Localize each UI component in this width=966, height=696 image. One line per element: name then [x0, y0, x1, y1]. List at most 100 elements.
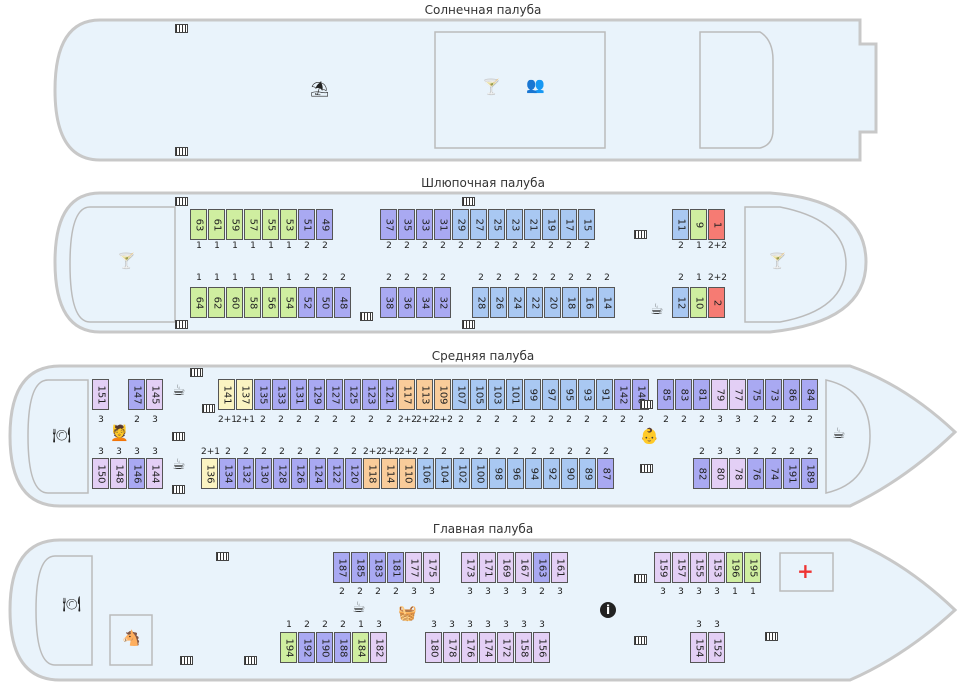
cabin-50[interactable]: 50: [316, 287, 333, 318]
cabin-19[interactable]: 19: [542, 209, 559, 240]
cabin-195[interactable]: 195: [744, 552, 761, 583]
cabin-48[interactable]: 48: [334, 287, 351, 318]
cabin-100[interactable]: 100: [471, 458, 488, 489]
cabin-49[interactable]: 49: [316, 209, 333, 240]
cabin-15[interactable]: 15: [578, 209, 595, 240]
cabin-84[interactable]: 84: [801, 379, 818, 410]
cabin-175[interactable]: 175: [423, 552, 440, 583]
cabin-52[interactable]: 52: [298, 287, 315, 318]
cabin-177[interactable]: 177: [405, 552, 422, 583]
cabin-117[interactable]: 117: [398, 379, 415, 410]
cabin-37[interactable]: 37: [380, 209, 397, 240]
cabin-58[interactable]: 58: [244, 287, 261, 318]
cabin-189[interactable]: 189: [801, 458, 818, 489]
cabin-147[interactable]: 147: [128, 379, 145, 410]
cabin-96[interactable]: 96: [507, 458, 524, 489]
cabin-183[interactable]: 183: [369, 552, 386, 583]
cabin-118[interactable]: 118: [363, 458, 380, 489]
cabin-159[interactable]: 159: [654, 552, 671, 583]
cabin-74[interactable]: 74: [765, 458, 782, 489]
cabin-134[interactable]: 134: [219, 458, 236, 489]
cabin-97[interactable]: 97: [542, 379, 559, 410]
cabin-107[interactable]: 107: [452, 379, 469, 410]
cabin-158[interactable]: 158: [515, 632, 532, 663]
cabin-2[interactable]: 2: [708, 287, 725, 318]
cabin-135[interactable]: 135: [254, 379, 271, 410]
cabin-188[interactable]: 188: [334, 632, 351, 663]
cabin-155[interactable]: 155: [690, 552, 707, 583]
cabin-23[interactable]: 23: [506, 209, 523, 240]
cabin-174[interactable]: 174: [479, 632, 496, 663]
cabin-95[interactable]: 95: [560, 379, 577, 410]
cabin-89[interactable]: 89: [579, 458, 596, 489]
cabin-144[interactable]: 144: [146, 458, 163, 489]
cabin-124[interactable]: 124: [309, 458, 326, 489]
cabin-109[interactable]: 109: [434, 379, 451, 410]
cabin-127[interactable]: 127: [326, 379, 343, 410]
cabin-103[interactable]: 103: [488, 379, 505, 410]
cabin-145[interactable]: 145: [146, 379, 163, 410]
cabin-54[interactable]: 54: [280, 287, 297, 318]
cabin-102[interactable]: 102: [453, 458, 470, 489]
cabin-73[interactable]: 73: [765, 379, 782, 410]
cabin-126[interactable]: 126: [291, 458, 308, 489]
cabin-82[interactable]: 82: [693, 458, 710, 489]
cabin-25[interactable]: 25: [488, 209, 505, 240]
cabin-191[interactable]: 191: [783, 458, 800, 489]
cabin-129[interactable]: 129: [308, 379, 325, 410]
cabin-59[interactable]: 59: [226, 209, 243, 240]
cabin-182[interactable]: 182: [370, 632, 387, 663]
cabin-121[interactable]: 121: [380, 379, 397, 410]
cabin-81[interactable]: 81: [693, 379, 710, 410]
cabin-85[interactable]: 85: [657, 379, 674, 410]
cabin-187[interactable]: 187: [333, 552, 350, 583]
cabin-38[interactable]: 38: [380, 287, 397, 318]
cabin-76[interactable]: 76: [747, 458, 764, 489]
cabin-62[interactable]: 62: [208, 287, 225, 318]
cabin-80[interactable]: 80: [711, 458, 728, 489]
cabin-55[interactable]: 55: [262, 209, 279, 240]
cabin-29[interactable]: 29: [452, 209, 469, 240]
cabin-17[interactable]: 17: [560, 209, 577, 240]
cabin-28[interactable]: 28: [472, 287, 489, 318]
cabin-180[interactable]: 180: [425, 632, 442, 663]
cabin-184[interactable]: 184: [352, 632, 369, 663]
cabin-75[interactable]: 75: [747, 379, 764, 410]
cabin-185[interactable]: 185: [351, 552, 368, 583]
cabin-171[interactable]: 171: [479, 552, 496, 583]
cabin-131[interactable]: 131: [290, 379, 307, 410]
cabin-157[interactable]: 157: [672, 552, 689, 583]
cabin-86[interactable]: 86: [783, 379, 800, 410]
cabin-87[interactable]: 87: [597, 458, 614, 489]
cabin-83[interactable]: 83: [675, 379, 692, 410]
cabin-161[interactable]: 161: [551, 552, 568, 583]
cabin-167[interactable]: 167: [515, 552, 532, 583]
cabin-51[interactable]: 51: [298, 209, 315, 240]
cabin-93[interactable]: 93: [578, 379, 595, 410]
cabin-90[interactable]: 90: [561, 458, 578, 489]
cabin-176[interactable]: 176: [461, 632, 478, 663]
cabin-57[interactable]: 57: [244, 209, 261, 240]
cabin-163[interactable]: 163: [533, 552, 550, 583]
cabin-106[interactable]: 106: [417, 458, 434, 489]
cabin-9[interactable]: 9: [690, 209, 707, 240]
cabin-150[interactable]: 150: [92, 458, 109, 489]
cabin-91[interactable]: 91: [596, 379, 613, 410]
cabin-35[interactable]: 35: [398, 209, 415, 240]
cabin-110[interactable]: 110: [399, 458, 416, 489]
cabin-12[interactable]: 12: [672, 287, 689, 318]
cabin-136[interactable]: 136: [201, 458, 218, 489]
cabin-1[interactable]: 1: [708, 209, 725, 240]
cabin-34[interactable]: 34: [416, 287, 433, 318]
cabin-122[interactable]: 122: [327, 458, 344, 489]
cabin-151[interactable]: 151: [92, 379, 109, 410]
cabin-77[interactable]: 77: [729, 379, 746, 410]
cabin-33[interactable]: 33: [416, 209, 433, 240]
cabin-36[interactable]: 36: [398, 287, 415, 318]
cabin-21[interactable]: 21: [524, 209, 541, 240]
cabin-26[interactable]: 26: [490, 287, 507, 318]
cabin-53[interactable]: 53: [280, 209, 297, 240]
cabin-128[interactable]: 128: [273, 458, 290, 489]
cabin-60[interactable]: 60: [226, 287, 243, 318]
cabin-148[interactable]: 148: [110, 458, 127, 489]
